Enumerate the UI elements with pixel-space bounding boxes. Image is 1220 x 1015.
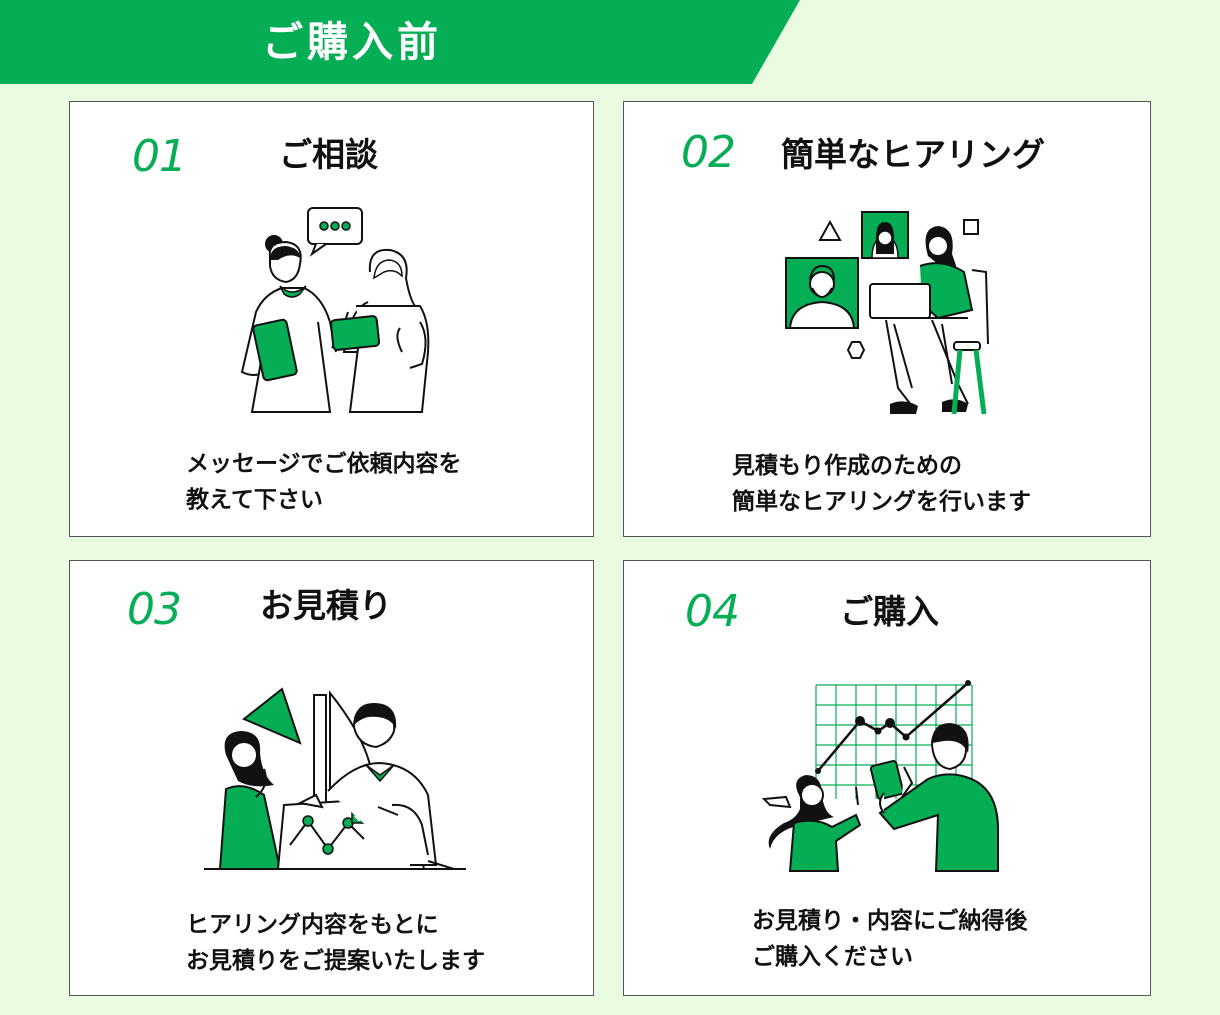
step-title: お見積り xyxy=(260,586,392,625)
description-line: ヒアリング内容をもとに xyxy=(186,912,439,938)
description-line: お見積り・内容にご納得後 xyxy=(752,908,1028,934)
step-number: 03 xyxy=(127,584,182,635)
step-number: 01 xyxy=(132,131,187,182)
step-description: お見積り・内容にご納得後 ご購入ください xyxy=(752,903,1028,975)
step-number: 04 xyxy=(685,586,740,637)
description-line: メッセージでご依頼内容を xyxy=(186,451,462,477)
step-title: 簡単なヒアリング xyxy=(781,135,1045,174)
header-banner xyxy=(0,0,800,84)
video-call-illustration xyxy=(785,211,989,415)
step-description: 見積もり作成のための 簡単なヒアリングを行います xyxy=(732,448,1031,520)
step-title: ご購入 xyxy=(840,592,939,631)
description-line: お見積りをご提案いたします xyxy=(186,948,485,974)
step-title: ご相談 xyxy=(279,135,378,174)
step-card-1: 01 ご相談 メッセージでご依頼内容を 教えて下さい xyxy=(69,101,594,537)
description-line: ご購入ください xyxy=(752,944,913,970)
step-card-2: 02 簡単なヒアリング 見積もり作成のための 簡単なヒアリングを行います xyxy=(623,101,1151,537)
step-number: 02 xyxy=(681,127,736,178)
step-card-3: 03 お見積り ヒアリング内容をもとに お見積りをご提案いたします xyxy=(69,560,594,996)
description-line: 教えて下さい xyxy=(186,487,323,513)
page-title: ご購入前 xyxy=(262,18,442,66)
growth-chart-purchase-illustration xyxy=(761,680,999,872)
step-description: ヒアリング内容をもとに お見積りをご提案いたします xyxy=(186,907,485,979)
step-card-4: 04 ご購入 xyxy=(623,560,1151,996)
description-line: 見積もり作成のための xyxy=(732,453,962,479)
description-line: 簡単なヒアリングを行います xyxy=(732,489,1031,515)
step-description: メッセージでご依頼内容を 教えて下さい xyxy=(186,446,462,518)
quotation-meeting-illustration xyxy=(204,687,466,870)
two-women-chatting-illustration xyxy=(240,207,430,413)
